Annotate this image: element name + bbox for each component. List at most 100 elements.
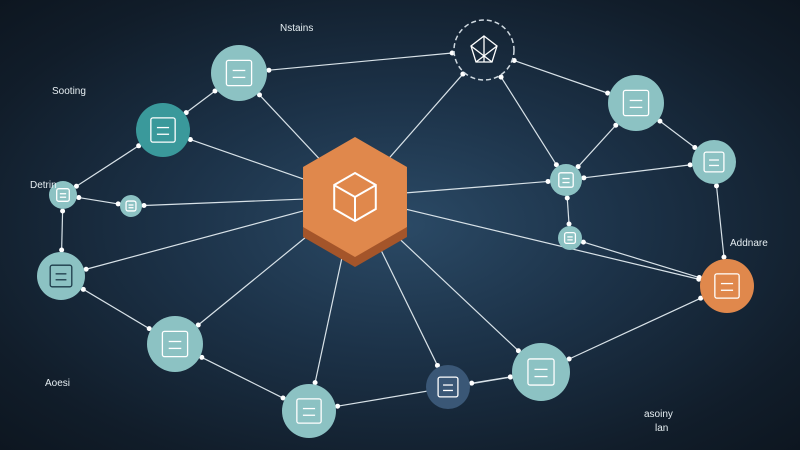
node-n7[interactable] <box>282 384 336 438</box>
edge-endpoint <box>256 92 262 98</box>
box-icon <box>558 172 574 188</box>
node-n15[interactable] <box>453 19 515 81</box>
edge-endpoint <box>76 195 82 201</box>
folder-icon <box>563 231 577 245</box>
edge-endpoint <box>136 143 142 149</box>
edge-endpoint <box>545 178 551 184</box>
node-circle[interactable] <box>700 259 754 313</box>
edge-endpoint <box>59 247 65 253</box>
node-hub[interactable] <box>303 137 407 267</box>
edge-n5-n6 <box>83 288 150 330</box>
edge-endpoint <box>687 162 693 168</box>
edge-endpoint <box>80 286 86 292</box>
edge-n8-hub <box>375 239 438 366</box>
edge-endpoint <box>187 137 193 143</box>
node-n14[interactable] <box>692 140 736 184</box>
node-circle[interactable] <box>426 365 470 409</box>
node-circle[interactable] <box>512 343 570 401</box>
node-circle[interactable] <box>282 384 336 438</box>
edge-n5-hub <box>85 208 309 270</box>
label-right-lower-2: lan <box>655 423 668 434</box>
node-n8[interactable] <box>426 365 470 409</box>
chart-icon <box>56 188 70 202</box>
edge-endpoint <box>657 118 663 124</box>
node-circle[interactable] <box>136 103 190 157</box>
node-n6[interactable] <box>147 316 203 372</box>
node-n13[interactable] <box>608 75 664 131</box>
edge-endpoint <box>183 110 189 116</box>
edge-n15-n13 <box>514 59 608 94</box>
node-n1[interactable] <box>211 45 267 101</box>
edge-endpoint <box>60 208 66 214</box>
edge-n1-n2 <box>185 90 216 114</box>
edge-endpoint <box>469 380 475 386</box>
edge-endpoint <box>312 380 318 386</box>
node-circle[interactable] <box>120 195 142 217</box>
node-circle[interactable] <box>37 252 85 300</box>
label-top: Nstains <box>280 23 313 34</box>
edge-endpoint <box>146 326 152 332</box>
document-icon <box>225 59 253 87</box>
label-left-upper: Sooting <box>52 86 86 97</box>
node-circle[interactable] <box>550 164 582 196</box>
edge-n2-n3 <box>76 145 140 187</box>
node-circle[interactable] <box>608 75 664 131</box>
node-n3[interactable] <box>49 181 77 209</box>
node-circle[interactable] <box>147 316 203 372</box>
bell-icon <box>527 358 555 386</box>
edge-n12-n11 <box>566 197 570 225</box>
node-n9[interactable] <box>512 343 570 401</box>
node-n2[interactable] <box>136 103 190 157</box>
edge-n12-n14 <box>583 164 691 179</box>
edge-n6-hub <box>197 226 319 326</box>
node-circle[interactable] <box>558 226 582 250</box>
badge-icon <box>714 273 740 299</box>
edge-n12-hub <box>402 180 549 194</box>
edge-endpoint <box>498 74 504 80</box>
node-circle[interactable] <box>211 45 267 101</box>
node-n5[interactable] <box>37 252 85 300</box>
edge-n9-hub <box>389 229 519 352</box>
edge-n1-hub <box>259 94 323 163</box>
edge-hub-n10 <box>401 207 699 280</box>
edge-n9-n10 <box>568 297 701 360</box>
house-icon <box>437 376 459 398</box>
edge-endpoint <box>721 254 727 260</box>
edge-endpoint <box>115 201 121 207</box>
edge-n13-n12 <box>577 124 617 168</box>
label-right-mid: Addnare <box>730 238 768 249</box>
edge-n2-hub <box>190 138 310 182</box>
gear-icon <box>161 330 189 358</box>
edge-n14-n10 <box>715 185 725 258</box>
edge-endpoint <box>199 354 205 360</box>
node-circle[interactable] <box>692 140 736 184</box>
server-icon <box>49 264 73 288</box>
edge-n15-hub <box>386 73 464 162</box>
person-icon <box>150 117 176 143</box>
network-icon <box>470 35 498 63</box>
shield-icon <box>296 398 322 424</box>
edge-endpoint <box>141 202 147 208</box>
label-right-lower-1: asoiny <box>644 409 673 420</box>
edge-n3-n5 <box>61 210 64 251</box>
edge-endpoint <box>212 88 218 94</box>
edge-endpoint <box>434 362 440 368</box>
edge-n13-n14 <box>659 120 696 149</box>
node-n4[interactable] <box>120 195 142 217</box>
edge-endpoint <box>195 322 201 328</box>
edge-endpoint <box>566 356 572 362</box>
node-circle[interactable] <box>49 181 77 209</box>
edge-endpoint <box>83 266 89 272</box>
nodes <box>37 19 754 438</box>
node-n11[interactable] <box>558 226 582 250</box>
node-circle[interactable] <box>453 19 515 81</box>
edge-n1-n15 <box>268 52 453 71</box>
edge-n8-n9 <box>471 376 511 384</box>
edge-endpoint <box>698 295 704 301</box>
edge-endpoint <box>566 221 572 227</box>
node-n12[interactable] <box>550 164 582 196</box>
edge-n15-n12 <box>500 76 557 166</box>
node-n10[interactable] <box>700 259 754 313</box>
edge-endpoint <box>575 164 581 170</box>
